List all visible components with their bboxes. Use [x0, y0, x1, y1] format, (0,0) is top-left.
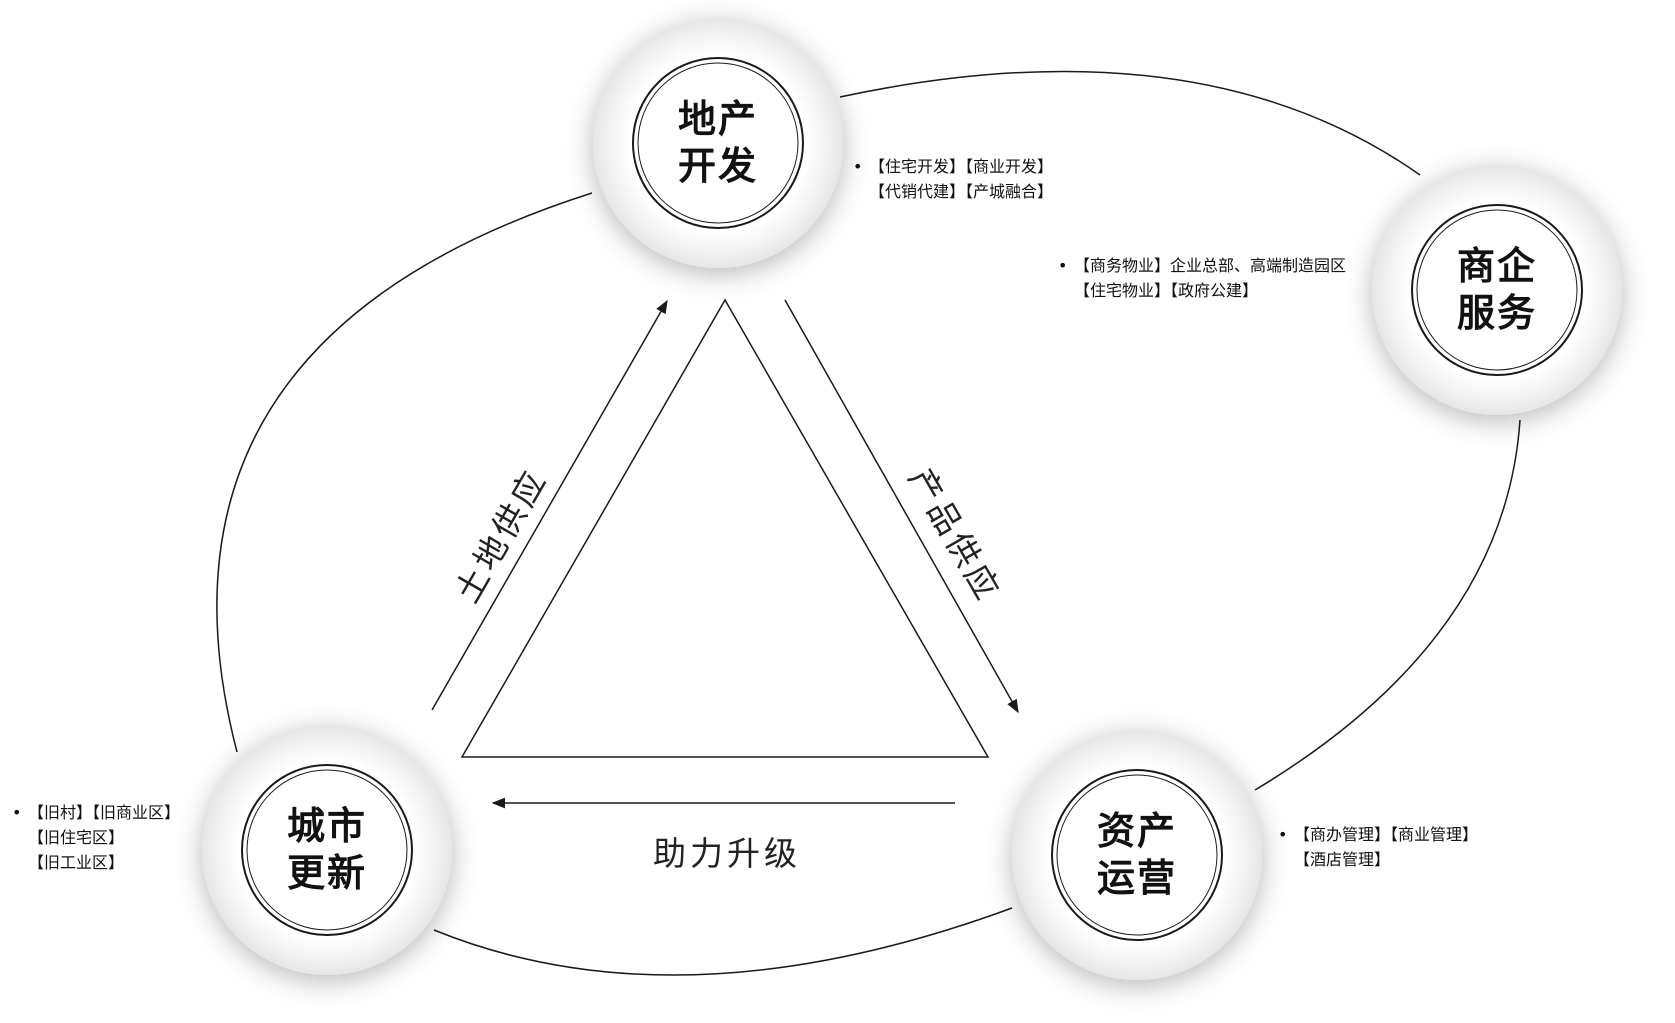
desc-asset-line2: 【酒店管理】 [1294, 850, 1391, 869]
desc-urban-line1: 【旧村】【旧商业区】 [12, 800, 180, 825]
ring-arc-top-right [839, 70, 1421, 176]
desc-real-estate-line1: 【住宅开发】【商业开发】 [853, 154, 1053, 179]
desc-asset: 【商办管理】【商业管理】 【酒店管理】 [1278, 822, 1478, 872]
ring-arc-right [1254, 419, 1521, 791]
arrow-product-supply [784, 299, 1019, 714]
desc-business-line2: 【住宅物业】【政府公建】 [1074, 281, 1259, 300]
desc-business: 【商务物业】企业总部、高端制造园区 【住宅物业】【政府公建】 [1058, 253, 1346, 303]
desc-urban-line3: 【旧工业区】 [28, 853, 125, 872]
desc-urban-line2: 【旧住宅区】 [28, 828, 125, 847]
ring-arc-left [216, 192, 593, 753]
center-triangle [460, 298, 990, 758]
ring-arc-bottom [433, 907, 1013, 976]
desc-real-estate-line2: 【代销代建】【产城融合】 [869, 182, 1054, 201]
desc-urban: 【旧村】【旧商业区】 【旧住宅区】 【旧工业区】 [12, 800, 180, 875]
desc-business-line1: 【商务物业】企业总部、高端制造园区 [1058, 253, 1346, 278]
bubble-real-estate [593, 18, 843, 268]
arrow-land-supply [431, 299, 668, 711]
flow-label-upgrade: 助力升级 [653, 834, 801, 873]
bubble-business [1372, 165, 1622, 415]
bubble-urban [202, 725, 452, 975]
desc-real-estate: 【住宅开发】【商业开发】 【代销代建】【产城融合】 [853, 154, 1053, 204]
bubble-asset [1012, 730, 1262, 980]
desc-asset-line1: 【商办管理】【商业管理】 [1278, 822, 1478, 847]
